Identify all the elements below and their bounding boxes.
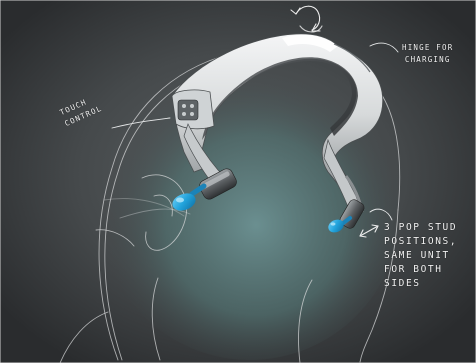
hinge-charging-annotation: HINGE FOR CHARGING: [402, 42, 453, 66]
touch-control-panel: [172, 90, 214, 129]
pop-stud-annotation: 3 POP STUD POSITIONS, SAME UNIT FOR BOTH…: [384, 221, 457, 291]
